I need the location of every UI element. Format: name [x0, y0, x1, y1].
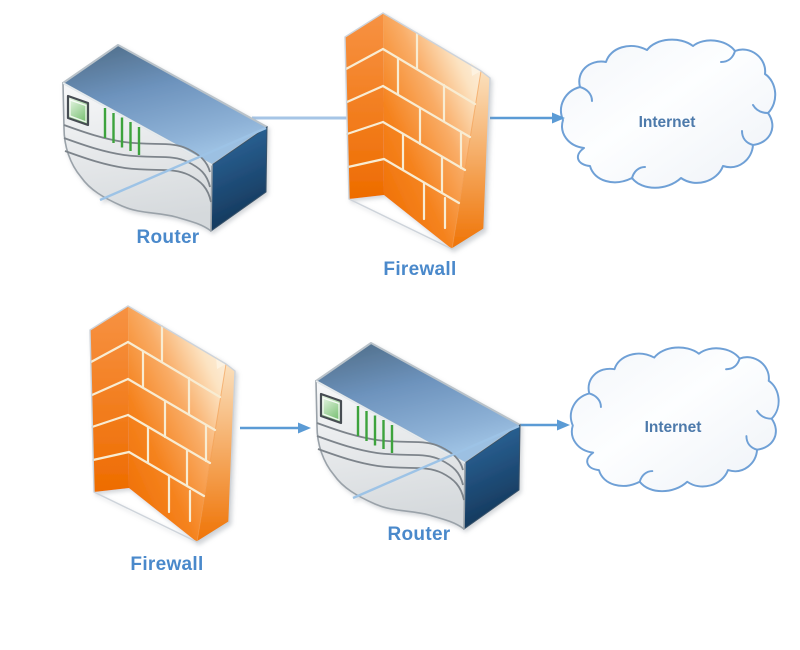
firewall-icon-top	[343, 11, 492, 251]
router-icon-bottom	[314, 341, 522, 531]
firewall-icon-bottom	[88, 304, 237, 544]
router-label-bottom: Router	[387, 524, 450, 545]
internet-label-top: Internet	[639, 114, 696, 131]
arrowhead-bottom-left	[298, 422, 311, 434]
arrowhead-bottom-right	[557, 419, 570, 431]
router-icon-top	[61, 43, 269, 233]
arrowhead-top	[552, 112, 565, 124]
connector-firewall-to-internet-top	[490, 112, 565, 124]
connector-firewall-to-router-bottom	[240, 422, 311, 434]
router-label-top: Router	[136, 227, 199, 248]
internet-label-bottom: Internet	[645, 419, 702, 436]
connector-router-to-internet-bottom	[520, 419, 570, 431]
firewall-label-bottom: Firewall	[130, 554, 203, 575]
firewall-label-top: Firewall	[383, 259, 456, 280]
